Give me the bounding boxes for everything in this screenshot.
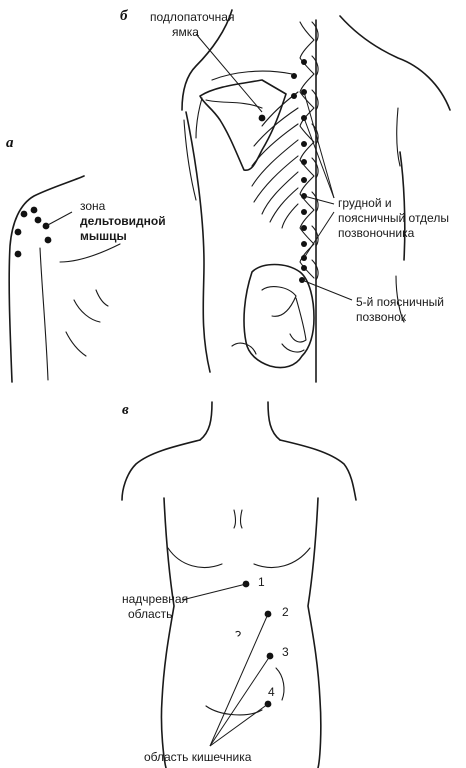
point-number-1: 1 bbox=[258, 575, 265, 589]
l5-label-line2: позвонок bbox=[356, 310, 407, 324]
right-breast bbox=[254, 548, 310, 567]
upper-arm-bone bbox=[196, 98, 202, 138]
spine-point-1 bbox=[301, 59, 307, 65]
deltoid-point-6 bbox=[45, 237, 52, 244]
epigastric-label-line1: надчревная bbox=[122, 592, 188, 606]
spine-point-12 bbox=[301, 241, 307, 247]
spine-point-4 bbox=[291, 93, 297, 99]
left-torso-side bbox=[161, 498, 174, 768]
deltoid-point-2 bbox=[21, 211, 28, 218]
deltoid-point-7 bbox=[15, 251, 22, 258]
l5-leader bbox=[302, 280, 352, 300]
panel-b-back: б подлопаточная ямка грудной и поясничны… bbox=[120, 8, 450, 382]
spine-point-10 bbox=[301, 209, 307, 215]
right-back-muscle bbox=[397, 108, 400, 166]
panel-label-v: в bbox=[122, 402, 129, 418]
subscapular-label-line2: ямка bbox=[172, 25, 199, 39]
deltoid-leader bbox=[46, 212, 72, 226]
sacrum bbox=[290, 298, 306, 342]
point-number-4: 4 bbox=[268, 685, 275, 699]
chest-line bbox=[60, 244, 120, 262]
right-shoulder-line bbox=[340, 16, 450, 110]
spine-leader-2 bbox=[304, 118, 334, 198]
scapula bbox=[200, 80, 286, 170]
deltoid-label-line2: дельтовидной bbox=[80, 214, 166, 228]
right-shoulder-front bbox=[280, 440, 356, 500]
l5-label-line1: 5-й поясничный bbox=[356, 295, 444, 309]
spine-point-6 bbox=[301, 141, 307, 147]
panel-v-torso: в 1 2 3 4 надчревная область область киш… bbox=[122, 402, 356, 768]
right-side-contour bbox=[400, 152, 405, 260]
deltoid-label-line3: мышцы bbox=[80, 229, 127, 243]
left-shoulder-front bbox=[122, 440, 200, 500]
spine-label-line3: позвоночника bbox=[338, 226, 415, 240]
subscapular-point bbox=[259, 115, 266, 122]
panel-label-b: б bbox=[120, 8, 128, 24]
intestine-leader-3 bbox=[210, 656, 270, 746]
spine-label-line1: грудной и bbox=[338, 196, 392, 210]
intestine-leader-2 bbox=[210, 614, 268, 746]
scapula-spine bbox=[206, 100, 262, 108]
arm-inner-line bbox=[40, 248, 48, 380]
hip-socket bbox=[282, 344, 304, 352]
epigastric-label-line2: область bbox=[128, 607, 172, 621]
spine-leader-3 bbox=[304, 196, 334, 204]
deltoid-point-5 bbox=[15, 229, 22, 236]
intestine-label: область кишечника bbox=[144, 750, 252, 764]
ribs bbox=[252, 92, 298, 228]
left-breast bbox=[168, 548, 222, 567]
deltoid-point-3 bbox=[35, 217, 42, 224]
chest-fold-2 bbox=[66, 332, 86, 356]
navel bbox=[236, 631, 240, 636]
neck-right bbox=[268, 402, 280, 440]
right-torso-side bbox=[308, 498, 321, 768]
neck-left bbox=[200, 402, 212, 440]
epigastric-leader bbox=[182, 584, 246, 600]
deltoid-point-1 bbox=[31, 207, 38, 214]
deltoid-label-line1: зона bbox=[80, 199, 106, 213]
sternum-mark-2 bbox=[241, 510, 243, 528]
spine-point-11 bbox=[301, 225, 307, 231]
pelvis-inner bbox=[262, 287, 296, 317]
femur-head bbox=[232, 343, 256, 354]
point-number-2: 2 bbox=[282, 605, 289, 619]
spine-label-line2: поясничный отделы bbox=[338, 211, 449, 225]
chest-fold-3 bbox=[96, 290, 108, 306]
spine-point-8 bbox=[301, 177, 307, 183]
panel-label-a: а bbox=[6, 135, 14, 151]
clavicle bbox=[212, 71, 292, 80]
sternum-mark-1 bbox=[234, 510, 236, 528]
subscapular-label-line1: подлопаточная bbox=[150, 10, 234, 24]
chest-fold-1 bbox=[74, 300, 100, 322]
spine-point-2 bbox=[291, 73, 297, 79]
spine-point-14 bbox=[301, 265, 307, 271]
spine-point-7 bbox=[301, 159, 307, 165]
panel-a-shoulder: а зона дельтовидной мышцы bbox=[6, 135, 166, 382]
left-back-contour bbox=[186, 112, 210, 372]
spine-leader-4 bbox=[304, 212, 334, 258]
lower-abdomen-curve bbox=[276, 668, 284, 700]
point-number-3: 3 bbox=[282, 645, 289, 659]
